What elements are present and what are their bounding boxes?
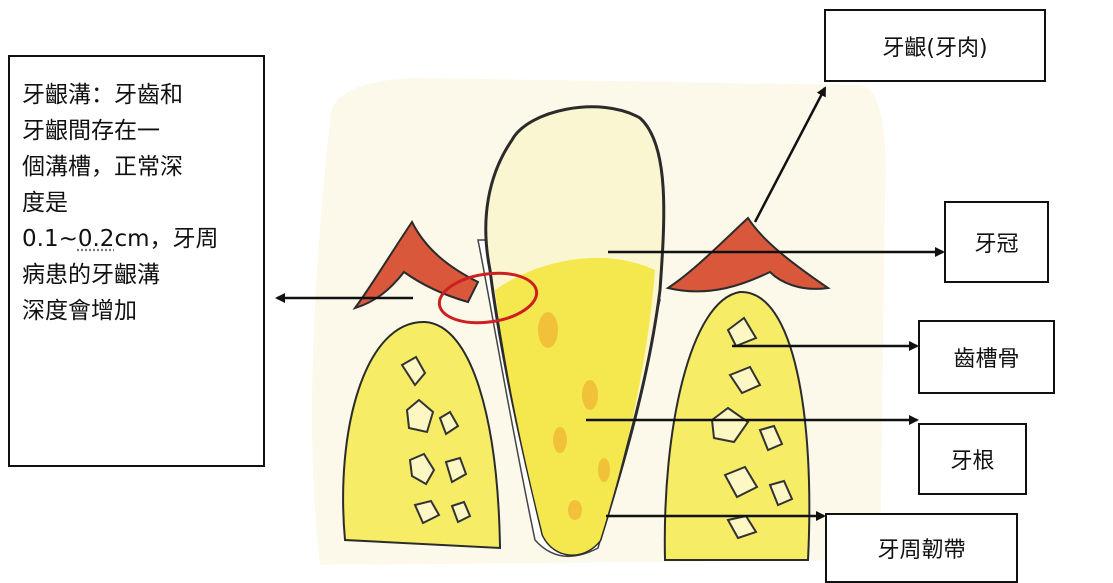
sulcus-description-box: 牙齦溝：牙齒和 牙齦間存在一 個溝槽，正常深 度是 0.1~0.2cm，牙周 病… — [8, 55, 265, 467]
description-line-7: 深度會增加 — [22, 293, 253, 329]
description-line-2: 牙齦間存在一 — [22, 113, 253, 149]
label-alveolar-bone: 齒槽骨 — [918, 320, 1055, 394]
description-line-4: 度是 — [22, 185, 253, 221]
label-periodontal-ligament: 牙周韌帶 — [825, 513, 1018, 583]
label-root: 牙根 — [918, 423, 1027, 495]
range-prefix: 0.1~ — [22, 226, 78, 252]
description-line-1: 牙齦溝：牙齒和 — [22, 77, 253, 113]
description-line-3: 個溝槽，正常深 — [22, 149, 253, 185]
range-suffix: cm，牙周 — [114, 226, 218, 252]
label-crown: 牙冠 — [944, 201, 1049, 283]
description-line-6: 病患的牙齦溝 — [22, 257, 253, 293]
label-gum: 牙齦(牙肉) — [824, 9, 1046, 82]
description-range-line: 0.1~0.2cm，牙周 — [22, 221, 253, 257]
range-value: 0.2 — [78, 226, 115, 252]
